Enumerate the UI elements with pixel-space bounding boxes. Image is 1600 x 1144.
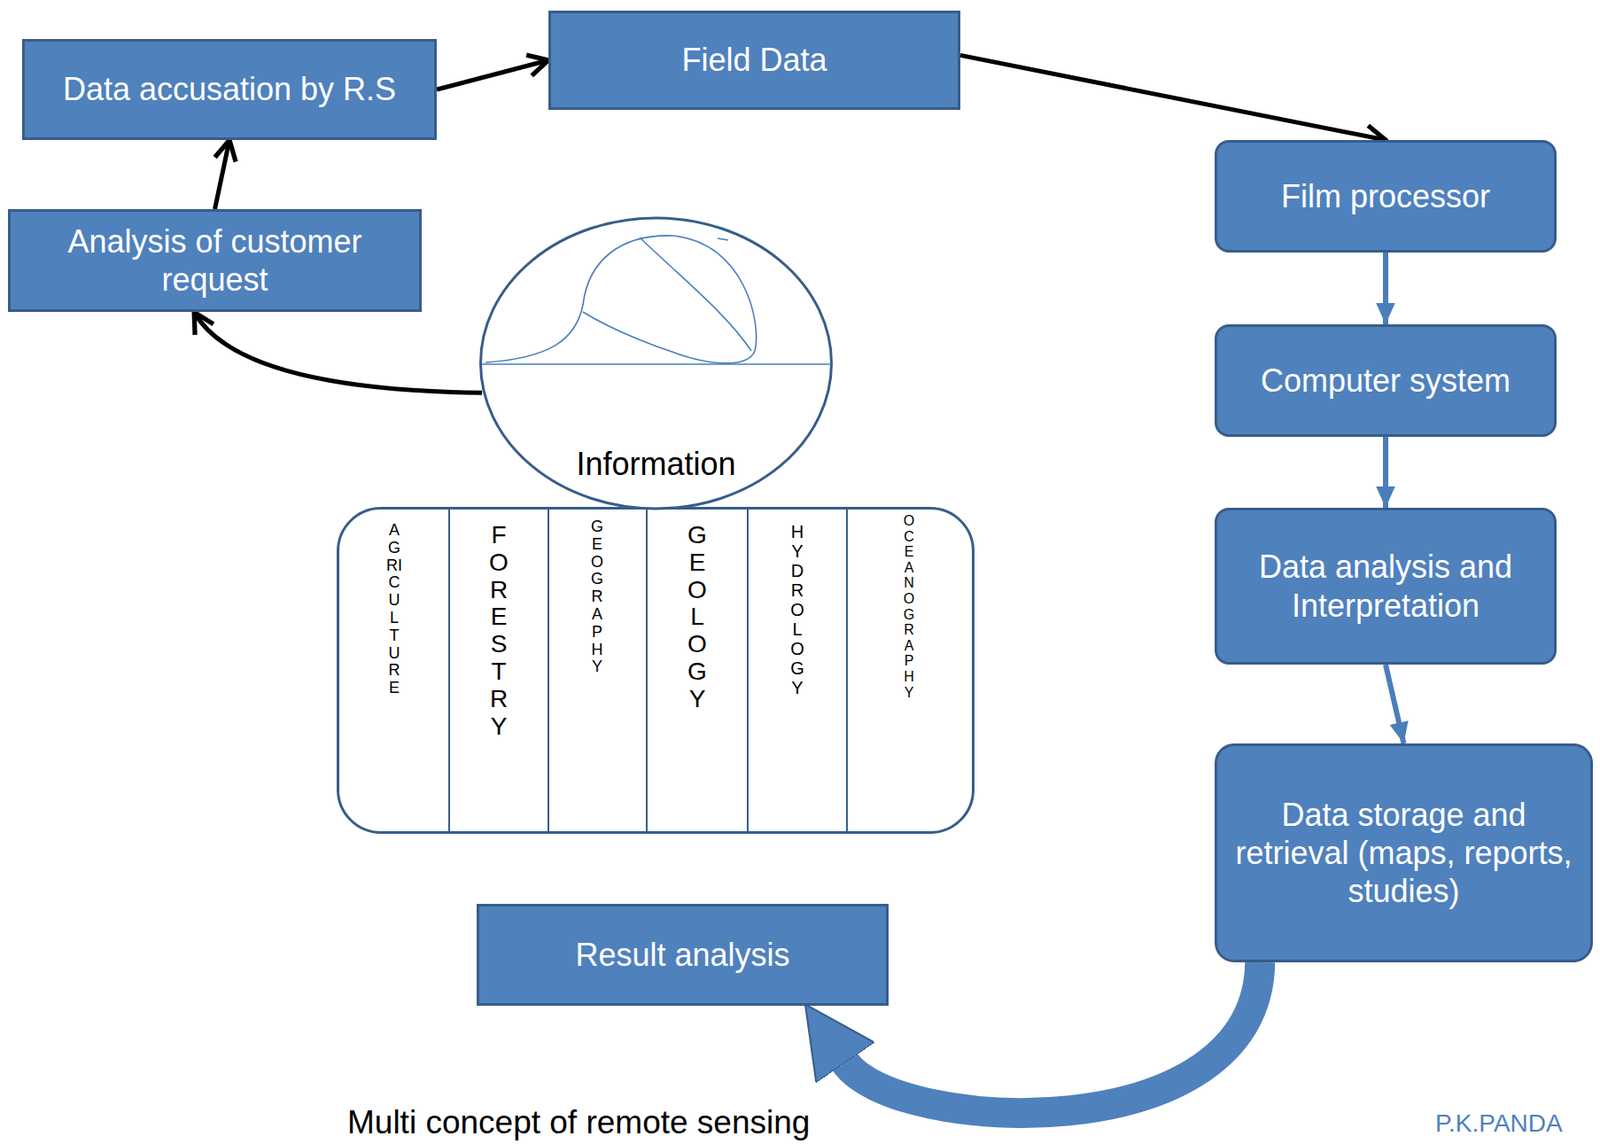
node-text: Data analysis and Interpretation [1233,547,1538,624]
column-label: HYDROLOGY [788,521,807,698]
ellipse-node: Information [478,216,834,511]
connector-arrow [436,60,549,90]
connector-arrow [1382,436,1389,508]
node-text: Film processor [1281,177,1491,216]
column-dividers [339,509,972,832]
swoosh-illustration [481,235,832,365]
connector-arrow [960,54,1386,140]
information-panel: AGRICULTURE FORESTRY GEOGRAPHY GEOLOGY HYDRO… [336,506,975,834]
process-box: Result analysis [476,903,889,1006]
column-label: FORESTRY [486,521,512,740]
connector-arrow [1382,252,1389,325]
column-label: OCEANOGRAPHY [901,512,917,700]
connector-arrow [194,311,482,393]
process-box: Field Data [548,10,961,110]
column-label: GEOGRAPHY [589,518,606,676]
node-text: Data storage and retrieval (maps, report… [1233,795,1575,911]
node-text: Computer system [1260,361,1511,400]
author-credit: P.K.PANDA [1435,1109,1563,1138]
connector-arrow [215,139,231,210]
process-box: Computer system [1214,324,1557,437]
block-arrow [845,962,1260,1113]
column-label: GEOLOGY [684,521,710,714]
process-box: Analysis of customer request [7,209,422,312]
process-box: Data accusation by R.S [22,38,437,140]
column-label: AGRICULTURE [386,521,403,698]
node-text: Analysis of customer request [26,222,404,299]
process-box: Film processor [1214,139,1557,253]
node-text: Data accusation by R.S [62,69,397,109]
node-text: Field Data [681,40,827,79]
process-box: Data storage and retrieval (maps, report… [1214,743,1593,963]
node-text: Information [478,444,834,483]
process-box: Data analysis and Interpretation [1214,507,1557,665]
diagram-caption: Multi concept of remote sensing [347,1103,810,1142]
node-text: Result analysis [574,935,790,974]
connector-arrow [1385,664,1405,744]
